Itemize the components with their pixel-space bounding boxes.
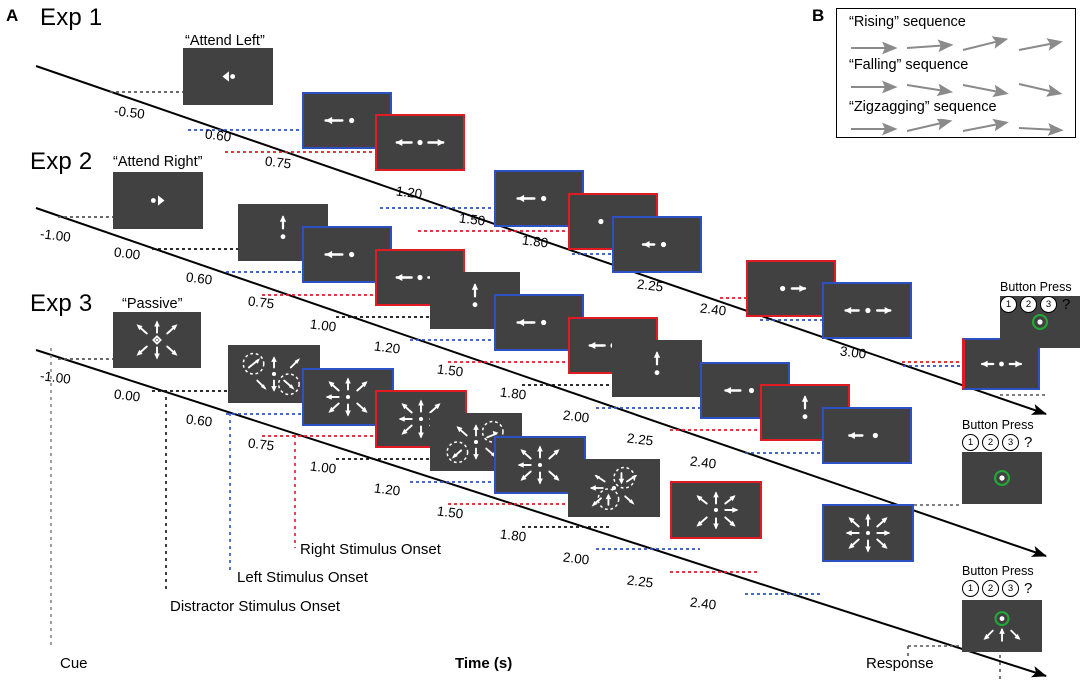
question-mark-exp1: ? xyxy=(1062,296,1071,313)
tick-exp1-3: 1.20 xyxy=(395,183,424,202)
button-3-exp1[interactable]: 3 xyxy=(1040,296,1057,313)
exp-title-2: Exp 2 xyxy=(30,148,93,175)
button-2-exp1[interactable]: 2 xyxy=(1020,296,1037,313)
tick-exp1-8: 3.00 xyxy=(839,343,868,362)
stim-frame-exp1-left-3[interactable] xyxy=(612,216,702,273)
tick-exp3-5: 1.20 xyxy=(373,480,402,499)
axis-label-time: Time (s) xyxy=(455,655,513,672)
cue-label-exp2: “Attend Right” xyxy=(113,154,203,170)
tick-exp2-3: 0.75 xyxy=(247,293,276,312)
cue-frame-exp3[interactable] xyxy=(113,312,201,368)
legend-box: “Rising” sequence “Falling” sequence xyxy=(836,8,1076,138)
button-1-exp2[interactable]: 1 xyxy=(962,434,979,451)
button-press-label-exp3: Button Press xyxy=(962,564,1034,578)
panel-a-letter: A xyxy=(6,6,19,25)
button-1-exp1[interactable]: 1 xyxy=(1000,296,1017,313)
tick-exp1-4: 1.50 xyxy=(458,210,487,229)
tick-exp3-6: 1.50 xyxy=(436,503,465,522)
tick-exp2-7: 1.80 xyxy=(499,384,528,403)
tick-exp2-5: 1.20 xyxy=(373,338,402,357)
stim-frame-exp1-bilateral-1[interactable] xyxy=(375,114,465,171)
button-press-group-exp3: Button Press 1 2 3 ? xyxy=(962,564,1034,597)
tick-exp1-5: 1.80 xyxy=(521,232,550,251)
axis-label-cue: Cue xyxy=(60,655,88,672)
button-press-label-exp1: Button Press xyxy=(1000,280,1072,294)
tick-exp1-6: 2.25 xyxy=(636,276,665,295)
legend-title-zigzagging: “Zigzagging” sequence xyxy=(849,99,997,115)
exp-title-1: Exp 1 xyxy=(40,4,103,31)
button-3-exp3[interactable]: 3 xyxy=(1002,580,1019,597)
stim-frame-exp3-distractor-3[interactable] xyxy=(568,459,660,517)
button-press-group-exp1: Button Press 1 2 3 ? xyxy=(1000,280,1072,313)
onset-label-distractor: Distractor Stimulus Onset xyxy=(170,598,341,615)
button-2-exp2[interactable]: 2 xyxy=(982,434,999,451)
stim-frame-exp2-left-4[interactable] xyxy=(822,407,912,464)
cue-frame-exp1[interactable] xyxy=(183,48,273,105)
button-row-exp2: 1 2 3 ? xyxy=(962,434,1034,451)
tick-exp2-4: 1.00 xyxy=(309,316,338,335)
tick-exp2-10: 2.40 xyxy=(689,453,718,472)
legend-arrows-rising xyxy=(851,36,1063,55)
tick-exp3-4: 1.00 xyxy=(309,458,338,477)
tick-exp2-6: 1.50 xyxy=(436,361,465,380)
button-press-group-exp2: Button Press 1 2 3 ? xyxy=(962,418,1034,451)
tick-exp3-1: 0.00 xyxy=(113,386,142,405)
tick-exp3-3: 0.75 xyxy=(247,435,276,454)
stim-frame-exp3-bilateral-2[interactable] xyxy=(670,481,762,539)
tick-exp2-9: 2.25 xyxy=(626,430,655,449)
stim-frame-exp1-bilateral-3[interactable] xyxy=(746,260,836,317)
tick-exp2-2: 0.60 xyxy=(185,269,214,288)
stim-frame-exp1-left-4[interactable] xyxy=(822,282,912,339)
cue-frame-exp2[interactable] xyxy=(113,172,203,229)
response-frame-exp3[interactable] xyxy=(962,600,1042,652)
tick-exp1-7: 2.40 xyxy=(699,300,728,319)
response-frame-exp2[interactable] xyxy=(962,452,1042,504)
question-mark-exp3: ? xyxy=(1024,580,1033,597)
onset-label-left: Left Stimulus Onset xyxy=(237,569,368,586)
tick-exp1-2: 0.75 xyxy=(264,153,293,172)
stim-frame-exp2-distractor-3[interactable] xyxy=(612,340,702,397)
exp-title-3: Exp 3 xyxy=(30,290,93,317)
legend-title-rising: “Rising” sequence xyxy=(849,14,966,30)
button-row-exp3: 1 2 3 ? xyxy=(962,580,1034,597)
stim-frame-exp3-left-3[interactable] xyxy=(822,504,914,562)
onset-label-right: Right Stimulus Onset xyxy=(300,541,441,558)
button-row-exp1: 1 2 3 ? xyxy=(1000,296,1072,313)
question-mark-exp2: ? xyxy=(1024,434,1033,451)
cue-label-exp3: “Passive” xyxy=(122,296,183,312)
legend-title-falling: “Falling” sequence xyxy=(849,57,969,73)
tick-exp3-7: 1.80 xyxy=(499,526,528,545)
legend-arrows-zigzagging xyxy=(851,119,1064,136)
button-1-exp3[interactable]: 1 xyxy=(962,580,979,597)
tick-exp3-2: 0.60 xyxy=(185,411,214,430)
button-press-label-exp2: Button Press xyxy=(962,418,1034,432)
cue-label-exp1: “Attend Left” xyxy=(185,33,265,49)
tick-exp3-10: 2.40 xyxy=(689,594,718,613)
button-3-exp2[interactable]: 3 xyxy=(1002,434,1019,451)
tick-exp1-1: 0.60 xyxy=(204,126,233,145)
tick-exp2-8: 2.00 xyxy=(562,407,591,426)
button-2-exp3[interactable]: 2 xyxy=(982,580,999,597)
tick-exp3-8: 2.00 xyxy=(562,549,591,568)
tick-exp2-1: 0.00 xyxy=(113,244,142,263)
tick-exp3-9: 2.25 xyxy=(626,572,655,591)
axis-label-response: Response xyxy=(866,655,934,672)
legend-arrows-falling xyxy=(851,80,1063,98)
panel-b-letter: B xyxy=(812,6,825,25)
